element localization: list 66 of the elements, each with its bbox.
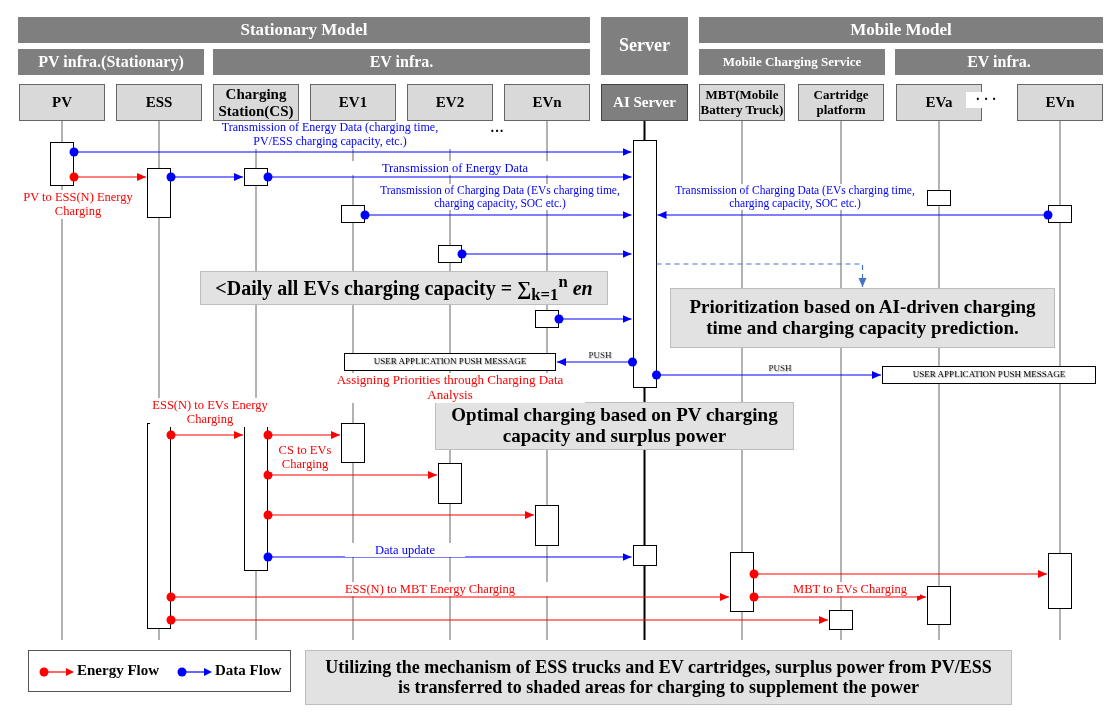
edge-label: Data update	[345, 543, 465, 558]
header-band: Mobile Model	[699, 17, 1103, 43]
participant-box: PV	[19, 84, 105, 121]
edge-label: PV to ESS(N) Energy Charging	[23, 190, 133, 219]
message-arrow	[263, 172, 633, 182]
activation-bar	[341, 205, 365, 223]
header-band: Server	[601, 17, 688, 75]
message-box: USER APPLICATION PUSH MESSAGE	[882, 366, 1096, 384]
participant-box: EVn	[1017, 84, 1103, 121]
legend-label: Data Flow	[215, 662, 282, 679]
activation-bar	[1048, 553, 1072, 609]
message-arrow	[360, 210, 633, 220]
activation-bar	[1048, 205, 1072, 223]
activation-bar	[632, 140, 657, 388]
participant-box: Charging Station(CS)	[213, 84, 299, 121]
participant-box: Cartridge platform	[798, 84, 884, 121]
message-box: USER APPLICATION PUSH MESSAGE	[344, 353, 556, 371]
message-arrow	[69, 172, 147, 182]
message-arrow	[263, 470, 438, 480]
edge-label: ESS(N) to EVs Energy Charging	[150, 398, 270, 427]
activation-bar	[50, 142, 74, 186]
activation-bar	[535, 310, 559, 328]
activation-bar	[535, 505, 559, 546]
activation-bar	[632, 545, 657, 566]
activation-bar	[147, 423, 171, 629]
message-arrow	[656, 210, 1053, 220]
activation-bar	[438, 245, 462, 263]
message-arrow	[166, 592, 730, 602]
message-arrow	[457, 249, 633, 259]
activation-bar	[730, 552, 754, 612]
participant-box: EVn	[504, 84, 590, 121]
legend-label: Energy Flow	[77, 662, 160, 679]
header-band: PV infra.(Stationary)	[18, 49, 204, 75]
activation-bar	[829, 610, 853, 630]
note-box: <Daily all EVs charging capacity = ∑$_{k=1}$$^{n}$ en	[200, 271, 608, 305]
dashed-arrow	[655, 263, 867, 288]
header-band: EV infra.	[213, 49, 590, 75]
message-arrow	[69, 147, 633, 157]
message-arrow	[166, 615, 829, 625]
message-arrow	[749, 569, 1048, 579]
note-box: Utilizing the mechanism of ESS trucks and EV cartridges, surplus power from PV/ESS is transferred to shaded areas for charging to supplement the power	[305, 650, 1012, 705]
participant-box: MBT(Mobile Battery Truck)	[699, 84, 785, 121]
header-band: EV infra.	[895, 49, 1103, 75]
activation-bar	[244, 168, 268, 186]
activation-bar	[147, 168, 171, 218]
participant-box: ESS	[116, 84, 202, 121]
message-arrow	[263, 510, 535, 520]
message-arrow	[556, 357, 637, 367]
message-arrow	[263, 430, 341, 440]
header-band: Mobile Charging Service	[699, 49, 885, 75]
message-arrow	[652, 370, 882, 380]
activation-bar	[927, 586, 951, 625]
message-arrow	[166, 430, 244, 440]
message-arrow	[554, 314, 633, 324]
note-box: Optimal charging based on PV charging capacity and surplus power	[435, 402, 794, 450]
message-arrow	[749, 592, 927, 602]
participant-box: AI Server	[601, 84, 688, 121]
participant-box: EV2	[407, 84, 493, 121]
activation-bar	[927, 190, 951, 206]
note-box: Prioritization based on AI-driven charging time and charging capacity prediction.	[670, 288, 1055, 348]
participant-box: EV1	[310, 84, 396, 121]
message-arrow	[166, 172, 244, 182]
message-arrow	[263, 552, 633, 562]
activation-bar	[438, 463, 462, 504]
header-band: Stationary Model	[18, 17, 590, 43]
activation-bar	[341, 423, 365, 463]
